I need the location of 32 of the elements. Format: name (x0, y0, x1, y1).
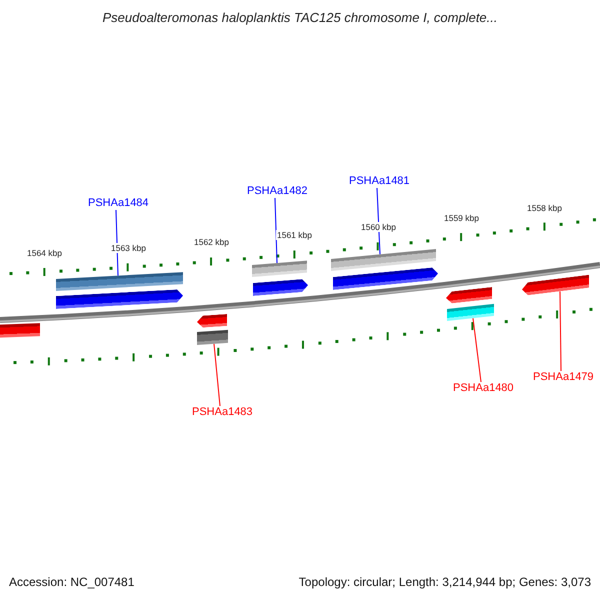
cds-bar (56, 289, 183, 309)
cds-bar (446, 286, 492, 304)
leader-line (116, 210, 118, 276)
leader-line (472, 318, 482, 382)
gene-label: PSHAa1482 (247, 185, 308, 197)
accession-text: Accession: NC_007481 (9, 575, 134, 589)
gene-label: PSHAa1480 (453, 382, 514, 394)
gene-label: PSHAa1481 (349, 175, 410, 187)
scale-label: 1561 kbp (276, 230, 313, 240)
scale-label: 1558 kbp (526, 203, 563, 213)
gene-bar (197, 330, 228, 345)
scale-label: 1563 kbp (110, 243, 147, 253)
leader-line (560, 290, 562, 372)
cds-bar (253, 278, 308, 296)
gene-bar (331, 248, 436, 271)
leader-line (274, 198, 278, 264)
leader-line (214, 343, 220, 406)
gene-bar (447, 304, 494, 321)
gene-label: PSHAa1483 (192, 406, 253, 418)
gene-bar (56, 272, 183, 291)
gene-bar (252, 260, 307, 277)
scale-label: 1560 kbp (360, 222, 397, 232)
title: Pseudoalteromonas haloplanktis TAC125 chromosome I, complete... (101, 10, 498, 25)
leader-line (376, 188, 380, 255)
scale-label: 1562 kbp (193, 237, 230, 247)
cds-bar (197, 314, 227, 328)
gene-label: PSHAa1479 (533, 371, 594, 383)
summary-text: Topology: circular; Length: 3,214,944 bp; Genes: 3,073 (298, 575, 591, 589)
scale-label: 1559 kbp (443, 213, 480, 223)
gene-label: PSHAa1484 (88, 197, 149, 209)
gene-bar (0, 323, 40, 338)
scale-label: 1564 kbp (26, 248, 63, 258)
